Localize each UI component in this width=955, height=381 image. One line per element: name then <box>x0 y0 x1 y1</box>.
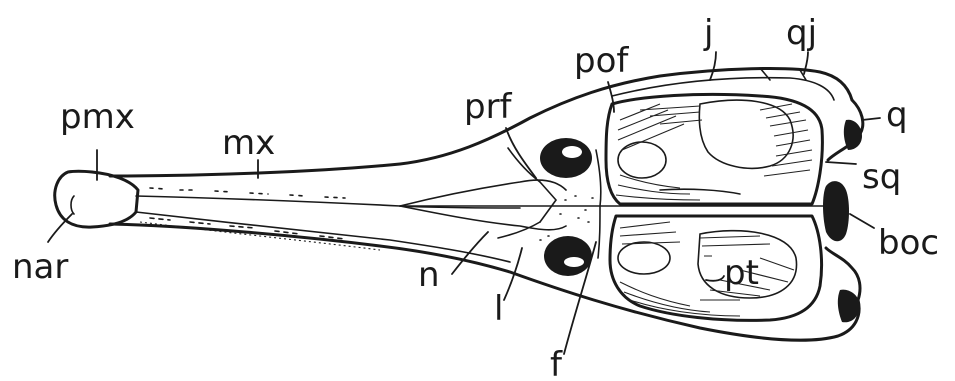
label-mx: mx <box>222 123 275 163</box>
label-n: n <box>418 255 440 295</box>
label-pof: pof <box>574 41 629 81</box>
label-pt: pt <box>724 253 759 293</box>
label-prf: prf <box>464 87 513 127</box>
label-boc: boc <box>878 223 939 263</box>
label-sq: sq <box>862 157 901 197</box>
label-pmx: pmx <box>60 97 135 137</box>
nares <box>71 196 74 214</box>
label-l: l <box>494 289 503 329</box>
label-j: j <box>703 13 713 53</box>
label-q: q <box>886 95 908 135</box>
left-orbit-upper <box>540 138 592 178</box>
left-orbit-lower <box>544 236 592 276</box>
label-qj: qj <box>786 13 817 53</box>
label-f: f <box>550 345 563 381</box>
temporal-fenestrae <box>606 94 822 320</box>
label-nar: nar <box>12 247 68 287</box>
